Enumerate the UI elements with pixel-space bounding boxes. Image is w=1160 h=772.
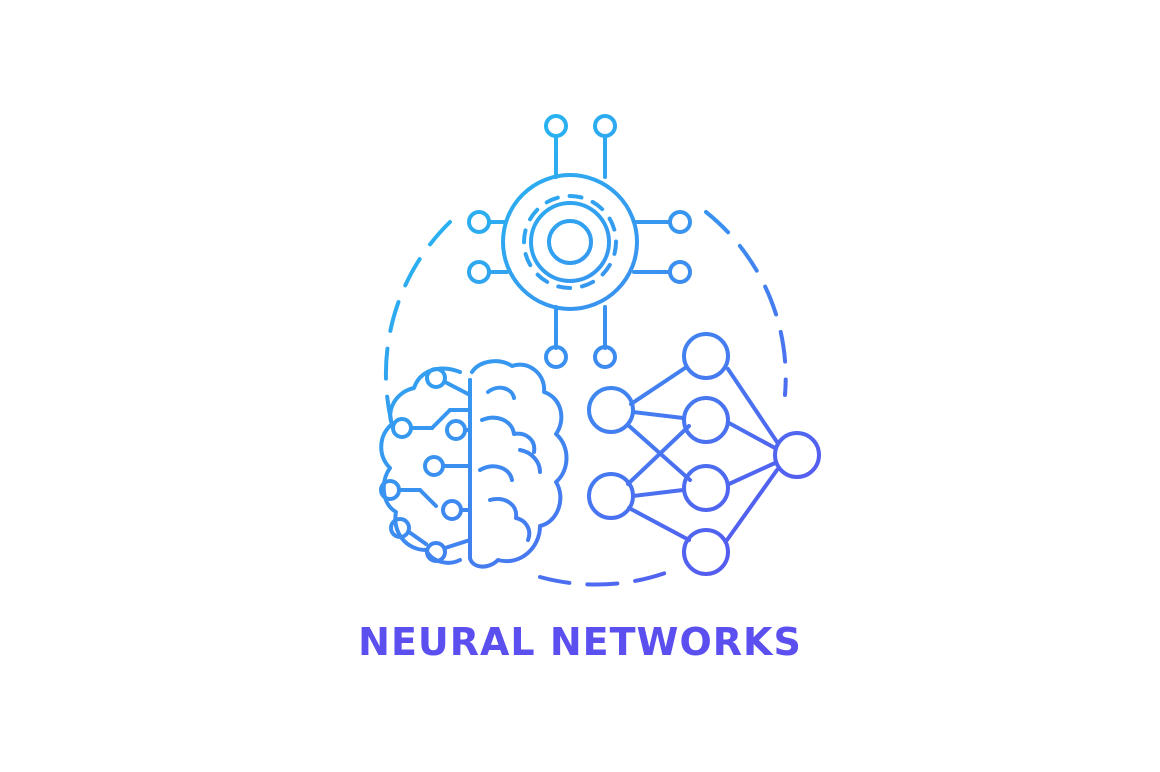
illustration-title: NEURAL NETWORKS bbox=[358, 620, 802, 664]
brain-circuit-icon bbox=[379, 359, 569, 569]
neural-network-icon bbox=[587, 332, 821, 576]
dashed-circle-icon bbox=[383, 210, 788, 587]
gear-circuit-icon bbox=[467, 114, 692, 369]
